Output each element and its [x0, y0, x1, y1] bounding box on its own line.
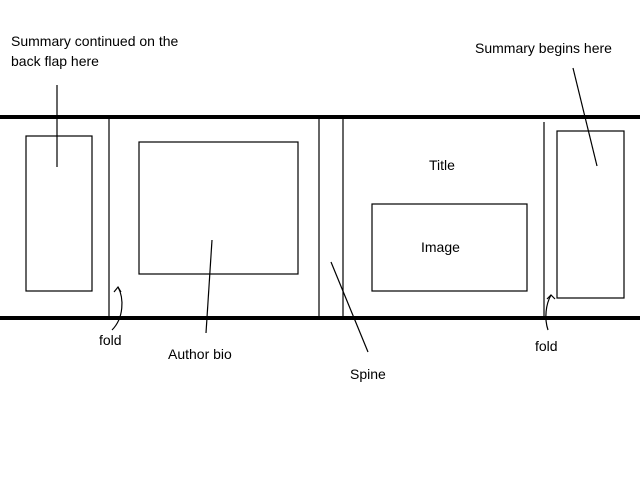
front-flap-summary-box [556, 130, 625, 299]
right-fold-arrow [545, 294, 552, 331]
spine-pointer [330, 261, 369, 353]
author-bio-label: Author bio [168, 346, 232, 362]
spine-label: Spine [350, 366, 386, 382]
author-bio-pointer [205, 239, 213, 334]
jacket-bottom-edge [0, 316, 640, 320]
left-fold-arrowhead [113, 285, 122, 293]
title-label: Title [429, 157, 455, 173]
jacket-top-edge [0, 115, 640, 119]
summary-continued-label: Summary continued on the back flap here [11, 33, 179, 69]
cover-image-box [371, 203, 528, 292]
summary-begins-pointer [572, 67, 598, 167]
fold-label-right: fold [535, 338, 558, 354]
summary-begins-label: Summary begins here [475, 40, 612, 56]
image-label: Image [421, 239, 460, 255]
author-bio-box [138, 141, 299, 275]
left-fold-arrow [111, 286, 123, 331]
back-flap-summary-box [25, 135, 93, 292]
right-fold-arrowhead [546, 294, 556, 300]
fold-label-left: fold [99, 332, 122, 348]
